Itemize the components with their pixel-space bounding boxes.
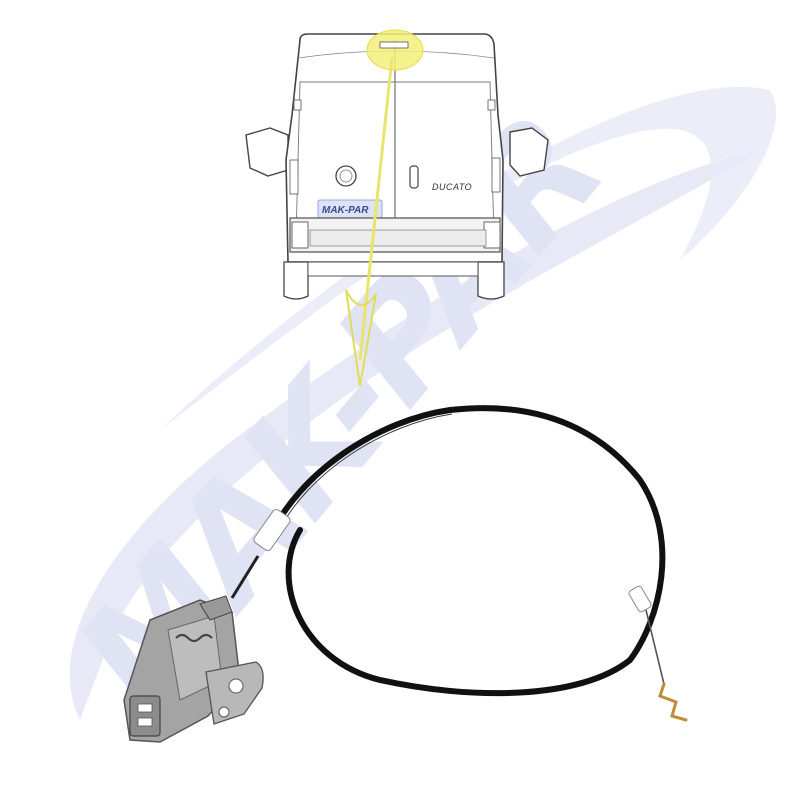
cable-sleeve: [253, 508, 291, 552]
cable-end-hook: [658, 682, 688, 722]
release-cable: [230, 405, 688, 722]
cable-end-connector: [628, 585, 652, 613]
latch-striker: [129, 695, 161, 737]
highlight-marker: [366, 29, 424, 71]
right-wheel: [477, 261, 505, 300]
cable-sheath: [265, 405, 666, 697]
latch-spring: [175, 633, 213, 643]
fiat-badge-icon: [335, 165, 357, 187]
mount-hole-1: [228, 678, 244, 694]
door-handle: [409, 165, 419, 189]
van-model-label: DUCATO: [432, 182, 472, 192]
left-mirror: [245, 127, 289, 177]
left-wheel: [283, 261, 309, 300]
callout: [345, 29, 424, 387]
plate-logo-text: MAK-PAR: [322, 205, 369, 216]
callout-arrow-head: [345, 289, 377, 387]
callout-arrow-line: [358, 57, 394, 361]
van-rear-illustration: DUCATO MAK-PAR: [245, 33, 549, 300]
right-mirror: [509, 127, 549, 177]
latch-mechanism: [123, 595, 264, 743]
mount-hole-2: [218, 706, 230, 718]
latch-lever: [199, 595, 233, 621]
watermark-swoosh-outer: [160, 86, 776, 430]
